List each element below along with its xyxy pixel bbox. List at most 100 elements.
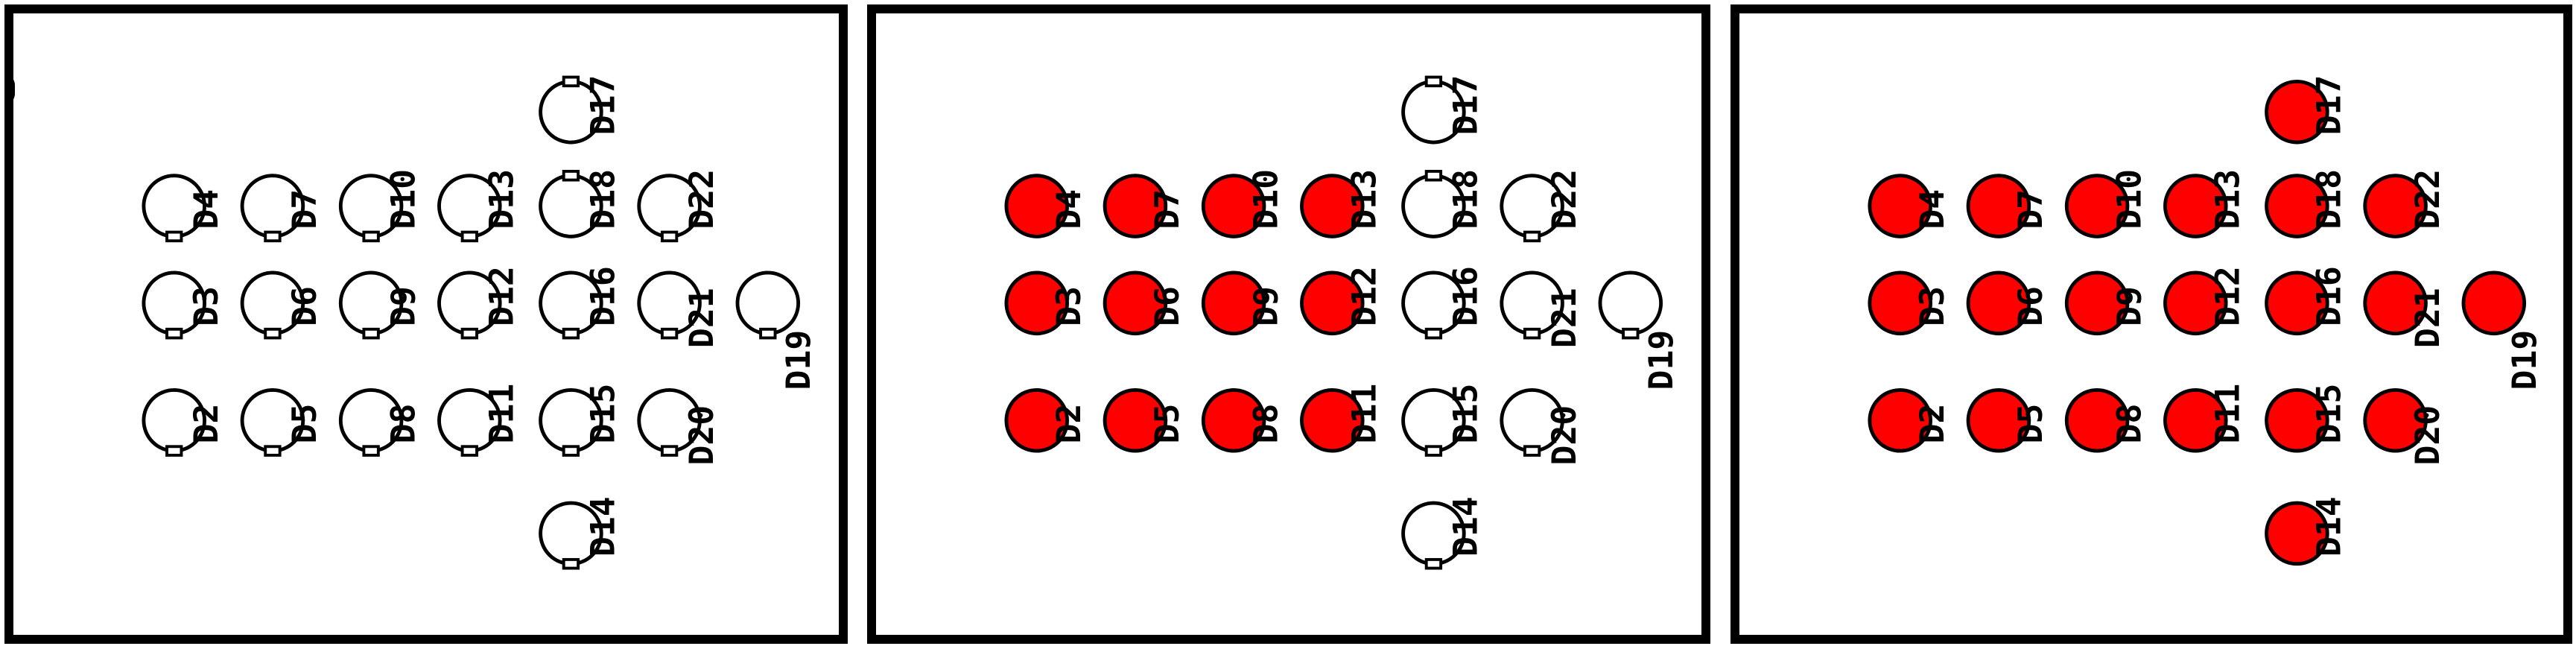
led-label-d12: D12 bbox=[1345, 266, 1384, 326]
led-circle-icon bbox=[2363, 270, 2428, 336]
led-label-d4: D4 bbox=[1912, 189, 1952, 229]
led-circle-icon bbox=[1103, 388, 1168, 453]
led-d18: D18 bbox=[2265, 169, 2349, 238]
led-label-d8: D8 bbox=[2109, 404, 2148, 444]
led-d3: D3 bbox=[142, 270, 226, 340]
led-circle-icon bbox=[2163, 174, 2228, 238]
led-circle-icon bbox=[1300, 270, 1365, 336]
led-label-d20: D20 bbox=[1544, 405, 1584, 466]
led-d11: D11 bbox=[2163, 384, 2247, 453]
led-circle-icon bbox=[1966, 388, 2031, 453]
led-label-d17: D17 bbox=[2309, 75, 2349, 136]
led-label-d19: D19 bbox=[2504, 330, 2544, 390]
led-circle-icon bbox=[1598, 270, 1663, 336]
led-d16: D16 bbox=[2265, 266, 2349, 336]
led-pad-icon bbox=[562, 169, 580, 182]
led-d10: D10 bbox=[1201, 169, 1285, 238]
led-label-d16: D16 bbox=[2309, 266, 2349, 326]
led-d11: D11 bbox=[1300, 384, 1384, 453]
led-d19: D19 bbox=[735, 270, 818, 390]
led-d7: D7 bbox=[240, 174, 324, 243]
led-d7: D7 bbox=[1103, 174, 1187, 238]
led-label-d2: D2 bbox=[186, 404, 226, 444]
led-label-d5: D5 bbox=[285, 404, 324, 444]
led-label-d9: D9 bbox=[1246, 286, 1285, 326]
led-circle-icon bbox=[1300, 388, 1365, 453]
led-label-d19: D19 bbox=[1641, 330, 1681, 390]
led-d10: D10 bbox=[2064, 169, 2148, 238]
led-d8: D8 bbox=[338, 388, 422, 457]
led-label-d19: D19 bbox=[778, 330, 818, 390]
led-circle-icon bbox=[2363, 388, 2428, 453]
led-d9: D9 bbox=[338, 270, 422, 340]
led-d5: D5 bbox=[1103, 388, 1187, 453]
led-d15: D15 bbox=[539, 384, 623, 457]
led-d3: D3 bbox=[1004, 270, 1088, 336]
led-d6: D6 bbox=[1103, 270, 1187, 336]
led-label-d15: D15 bbox=[1446, 384, 1485, 444]
led-label-d8: D8 bbox=[1246, 404, 1285, 444]
led-circle-icon bbox=[2265, 174, 2329, 238]
led-label-d7: D7 bbox=[1147, 189, 1187, 229]
led-d6: D6 bbox=[240, 270, 324, 340]
led-pad-icon bbox=[362, 327, 380, 340]
led-label-d7: D7 bbox=[2011, 189, 2050, 229]
led-label-d18: D18 bbox=[583, 169, 623, 229]
led-circle-icon bbox=[2163, 270, 2228, 336]
led-circle-icon bbox=[2265, 388, 2329, 453]
led-d6: D6 bbox=[1966, 270, 2050, 336]
led-d4: D4 bbox=[142, 174, 226, 243]
led-label-d9: D9 bbox=[2109, 286, 2148, 326]
led-pad-icon bbox=[562, 327, 580, 340]
led-circle-icon bbox=[1966, 174, 2031, 238]
led-circle-icon bbox=[2265, 501, 2329, 566]
led-circle-icon bbox=[1201, 174, 1266, 238]
led-circle-icon bbox=[735, 270, 801, 336]
led-d22: D22 bbox=[1500, 169, 1584, 243]
led-label-d14: D14 bbox=[1446, 496, 1485, 557]
led-d15: D15 bbox=[2265, 384, 2349, 453]
led-pad-icon bbox=[660, 327, 679, 340]
led-pad-icon bbox=[264, 327, 282, 340]
led-label-d21: D21 bbox=[682, 288, 721, 348]
led-d11: D11 bbox=[437, 384, 521, 457]
led-d21: D21 bbox=[1500, 270, 1584, 348]
led-d17: D17 bbox=[539, 75, 623, 145]
led-d4: D4 bbox=[1868, 174, 1952, 238]
led-label-d7: D7 bbox=[285, 189, 324, 229]
led-label-d10: D10 bbox=[383, 169, 422, 229]
led-d19: D19 bbox=[1598, 270, 1681, 390]
led-d18: D18 bbox=[539, 169, 623, 238]
led-label-d5: D5 bbox=[1147, 404, 1187, 444]
led-circle-icon bbox=[1004, 174, 1069, 238]
led-label-d20: D20 bbox=[682, 405, 721, 466]
led-pad-icon bbox=[562, 445, 580, 457]
led-pad-icon bbox=[460, 445, 478, 457]
led-pad-icon bbox=[264, 445, 282, 457]
led-label-d4: D4 bbox=[1049, 189, 1088, 229]
led-label-d11: D11 bbox=[482, 384, 521, 444]
led-d8: D8 bbox=[1201, 388, 1285, 453]
led-label-d9: D9 bbox=[383, 286, 422, 326]
led-d13: D13 bbox=[1300, 169, 1384, 238]
led-d7: D7 bbox=[1966, 174, 2050, 238]
led-circle-icon bbox=[2265, 270, 2329, 336]
led-pad-icon bbox=[759, 327, 777, 340]
led-label-d21: D21 bbox=[1544, 288, 1584, 348]
led-d22: D22 bbox=[637, 169, 721, 243]
led-d20: D20 bbox=[2363, 388, 2447, 466]
led-label-d12: D12 bbox=[482, 266, 521, 326]
led-pad-icon bbox=[165, 327, 183, 340]
led-circle-icon bbox=[1868, 270, 1932, 336]
led-label-d3: D3 bbox=[1912, 286, 1952, 326]
led-circle-icon bbox=[1868, 388, 1932, 453]
led-circle-icon bbox=[2064, 270, 2130, 336]
led-circle-icon bbox=[1103, 174, 1168, 238]
led-pad-icon bbox=[660, 230, 679, 243]
led-d13: D13 bbox=[437, 169, 521, 243]
led-label-d22: D22 bbox=[1544, 169, 1584, 229]
led-label-d5: D5 bbox=[2011, 404, 2050, 444]
